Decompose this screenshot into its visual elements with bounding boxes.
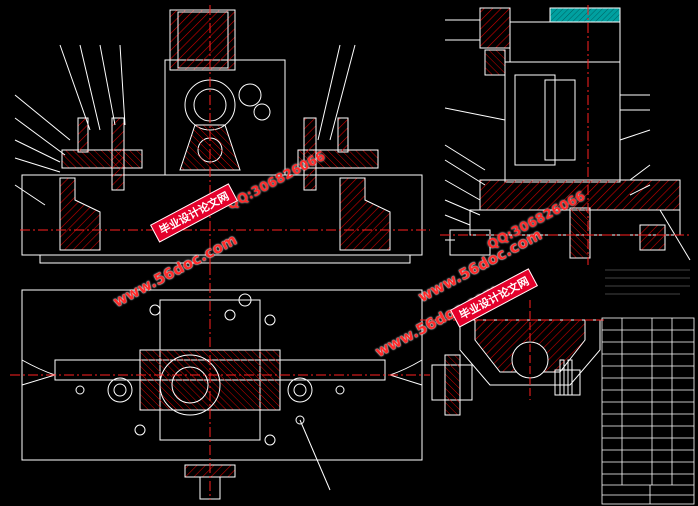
section-details xyxy=(420,300,605,416)
top-plate xyxy=(549,7,621,23)
left-base-section xyxy=(59,177,101,251)
left-clamp-plate xyxy=(61,149,143,169)
front-view xyxy=(14,5,430,265)
side-view xyxy=(440,5,691,265)
plan-view xyxy=(10,265,430,500)
top-bushing xyxy=(169,9,236,71)
technical-notes xyxy=(605,269,690,295)
parts-list-table xyxy=(601,317,695,505)
right-base-section xyxy=(339,177,391,251)
